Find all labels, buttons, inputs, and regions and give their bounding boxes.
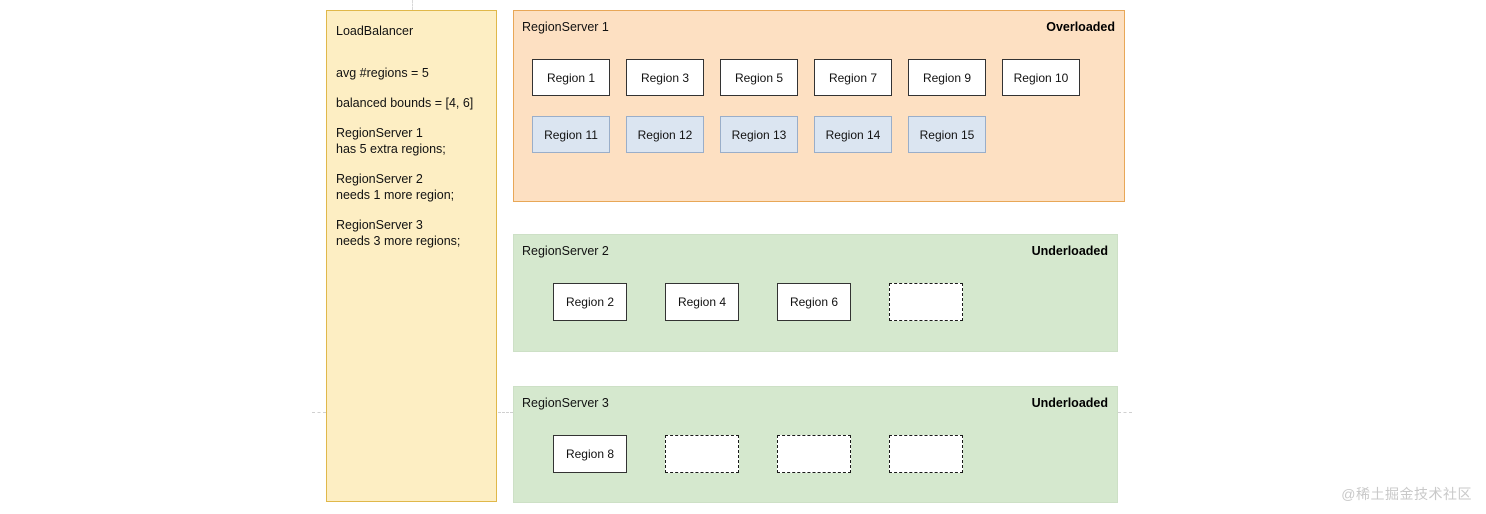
- region-box[interactable]: Region 9: [908, 59, 986, 96]
- loadbalancer-info-block: RegionServer 2 needs 1 more region;: [336, 171, 490, 203]
- loadbalancer-info-block: RegionServer 1 has 5 extra regions;: [336, 125, 490, 157]
- region-box[interactable]: Region 10: [1002, 59, 1080, 96]
- loadbalancer-info-line: RegionServer 2: [336, 172, 423, 186]
- regionserver-3-region-row-1: Region 8: [553, 435, 963, 473]
- region-box[interactable]: Region 14: [814, 116, 892, 153]
- region-box[interactable]: Region 6: [777, 283, 851, 321]
- region-box[interactable]: Region 15: [908, 116, 986, 153]
- region-box[interactable]: Region 5: [720, 59, 798, 96]
- loadbalancer-info-line: needs 3 more regions;: [336, 234, 461, 248]
- loadbalancer-info-line: has 5 extra regions;: [336, 142, 446, 156]
- loadbalancer-info-line: RegionServer 3: [336, 218, 423, 232]
- loadbalancer-info-block: avg #regions = 5: [336, 65, 490, 81]
- regionserver-1-title: RegionServer 1: [522, 20, 609, 34]
- region-box[interactable]: Region 3: [626, 59, 704, 96]
- regionserver-2-status: Underloaded: [1031, 244, 1108, 258]
- regionserver-1-region-row-2: Region 11 Region 12 Region 13 Region 14 Regi…: [532, 116, 986, 153]
- loadbalancer-info-line: needs 1 more region;: [336, 188, 455, 202]
- region-box[interactable]: Region 12: [626, 116, 704, 153]
- regionserver-2-region-row-1: Region 2 Region 4 Region 6: [553, 283, 963, 321]
- guide-line-horizontal-right: [1118, 412, 1132, 413]
- region-box[interactable]: Region 4: [665, 283, 739, 321]
- regionserver-3-title: RegionServer 3: [522, 396, 609, 410]
- region-box[interactable]: Region 8: [553, 435, 627, 473]
- guide-line-horizontal-mid: [498, 412, 513, 413]
- empty-region-slot[interactable]: [889, 283, 963, 321]
- loadbalancer-info-line: balanced bounds = [4, 6]: [336, 96, 474, 110]
- empty-region-slot[interactable]: [665, 435, 739, 473]
- watermark: @稀土掘金技术社区: [1341, 486, 1472, 502]
- loadbalancer-panel: LoadBalancer avg #regions = 5 balanced bo…: [326, 10, 497, 502]
- loadbalancer-title: LoadBalancer: [336, 24, 414, 38]
- guide-line-horizontal-left: [312, 412, 326, 413]
- loadbalancer-info-line: avg #regions = 5: [336, 66, 429, 80]
- regionserver-3-status: Underloaded: [1031, 396, 1108, 410]
- regionserver-1-region-row-1: Region 1 Region 3 Region 5 Region 7 Region 9…: [532, 59, 1080, 96]
- loadbalancer-info-line: RegionServer 1: [336, 126, 423, 140]
- region-box[interactable]: Region 2: [553, 283, 627, 321]
- region-box[interactable]: Region 13: [720, 116, 798, 153]
- loadbalancer-info-list: avg #regions = 5 balanced bounds = [4, 6]…: [336, 65, 490, 263]
- region-box[interactable]: Region 7: [814, 59, 892, 96]
- loadbalancer-info-block: RegionServer 3 needs 3 more regions;: [336, 217, 490, 249]
- empty-region-slot[interactable]: [777, 435, 851, 473]
- regionserver-3-panel: RegionServer 3 Underloaded Region 8: [513, 386, 1118, 503]
- loadbalancer-info-block: balanced bounds = [4, 6]: [336, 95, 490, 111]
- region-box[interactable]: Region 1: [532, 59, 610, 96]
- empty-region-slot[interactable]: [889, 435, 963, 473]
- regionserver-2-title: RegionServer 2: [522, 244, 609, 258]
- guide-line-vertical: [412, 0, 413, 10]
- regionserver-1-status: Overloaded: [1046, 20, 1115, 34]
- region-box[interactable]: Region 11: [532, 116, 610, 153]
